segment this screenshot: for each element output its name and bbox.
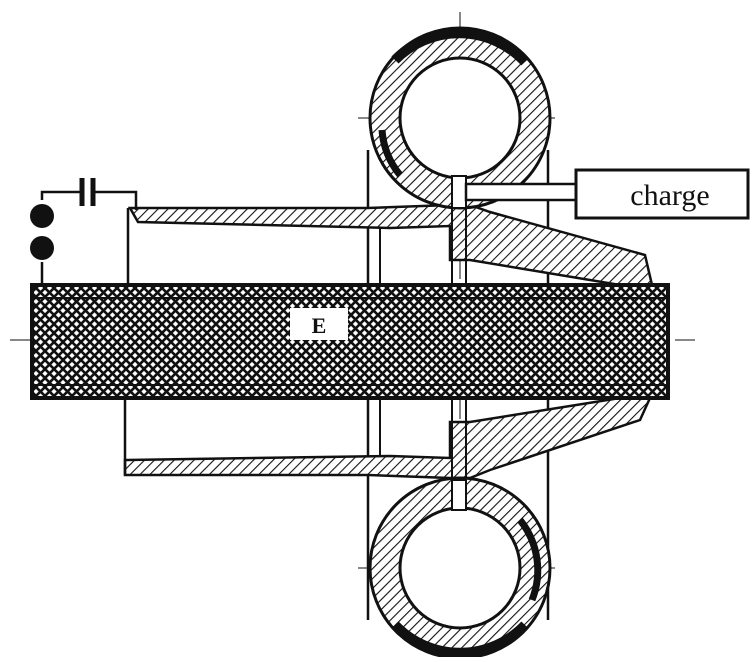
capacitor-circuit	[40, 178, 138, 285]
lower-sleeve	[123, 396, 652, 480]
center-gap-post	[451, 200, 467, 485]
top-toroid	[368, 26, 552, 210]
bottom-toroid	[368, 476, 552, 660]
upper-sleeve	[126, 203, 654, 287]
charge-feed-pipe	[464, 182, 578, 202]
spark-gap-ball-lower	[30, 236, 54, 260]
core-label: E	[312, 313, 327, 338]
charge-box: charge	[574, 168, 750, 220]
core-E: E	[30, 283, 670, 400]
spark-gap-ball-upper	[30, 204, 54, 228]
charge-label: charge	[630, 179, 709, 212]
